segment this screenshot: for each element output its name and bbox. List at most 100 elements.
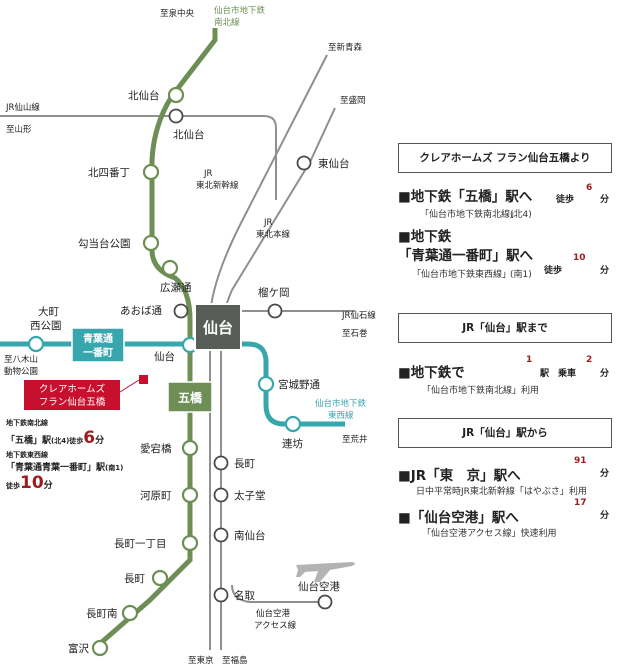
panel2-u2: 分 <box>600 369 610 379</box>
airplane-icon <box>296 562 355 582</box>
station-omachi[interactable] <box>27 335 45 353</box>
panel-to-sendai: JR「仙台」駅まで ■地下鉄で 1 駅 乗車 2 分 「仙台市地下鉄南北線」利用 <box>398 313 612 399</box>
station-tomizawa[interactable] <box>91 639 109 657</box>
panel1-r1-num: 6 <box>586 183 593 193</box>
line-tozai-1: 仙台市地下鉄 <box>315 398 367 409</box>
panel1-r2-num: 10 <box>573 253 586 263</box>
line-senseki: JR仙石線 <box>341 310 376 321</box>
station-aobadori[interactable] <box>173 303 189 319</box>
dir-arai: 至荒井 <box>342 434 368 445</box>
panel2-n1: 1 <box>526 355 533 365</box>
label-renbo: 連坊 <box>282 437 303 450</box>
label-sendai-airport: 仙台空港 <box>298 580 340 593</box>
panel1-r2-unit: 分 <box>600 266 610 276</box>
station-renbo[interactable] <box>284 415 302 433</box>
panel2-note: 「仙台市地下鉄南北線」利用 <box>422 386 540 396</box>
dir-yamagata: 至山形 <box>6 124 32 135</box>
panel3-r2-note: 「仙台空港アクセス線」快速利用 <box>422 529 557 539</box>
panel3-r2-main: ■「仙台空港」駅へ <box>398 510 519 526</box>
station-miyaginohara[interactable] <box>257 375 275 393</box>
left-info-line1: 地下鉄南北線 <box>6 419 48 427</box>
left-info-exit1: (北4) <box>51 437 70 445</box>
station-sendai-airport[interactable] <box>317 594 333 610</box>
station-natori[interactable] <box>213 587 229 603</box>
panel1-r2-walk: 徒歩 <box>544 266 563 276</box>
station-kitayonbancho[interactable] <box>142 163 160 181</box>
panel3-r1-note: 日中平常時JR東北新幹線「はやぶさ」利用 <box>416 487 587 497</box>
label-kitasendai: 北仙台 <box>128 89 160 102</box>
label-kitasendai-jr: 北仙台 <box>173 128 205 141</box>
aobadori-ichibancho-label-1: 青葉通 <box>83 332 113 345</box>
label-sendai-subway: 仙台 <box>154 350 175 363</box>
property-label-1: クレアホームズ <box>39 383 106 395</box>
panel1-r1-note: 「仙台市地下鉄南北線」 <box>420 210 520 220</box>
station-koutoudai[interactable] <box>142 234 160 252</box>
station-minamisendai[interactable] <box>213 527 229 543</box>
line-namboku-2: 南北線 <box>214 17 240 28</box>
label-aobadori: あおば通 <box>120 305 162 317</box>
sendai-hub-label: 仙台 <box>203 319 233 337</box>
line-shinkansen-1: JR <box>203 169 213 179</box>
station-hirosedori[interactable] <box>161 259 179 277</box>
property-label-2: フラン仙台五橋 <box>39 396 106 408</box>
dir-yagiyama-2: 動物公園 <box>4 366 38 377</box>
left-info-unit1: 分 <box>95 436 105 446</box>
label-nagamachi: 長町 <box>124 573 145 585</box>
label-atagobashi: 愛宕橋 <box>140 442 172 455</box>
line-honsen-2: 東北本線 <box>256 229 291 240</box>
label-omachi-2: 西公園 <box>30 320 62 332</box>
sendai-hub-box[interactable] <box>194 303 242 351</box>
station-nagamachi[interactable] <box>151 569 169 587</box>
line-tozai-2: 東西線 <box>328 410 354 421</box>
panel3-r2-unit: 分 <box>600 511 610 521</box>
panel2-main: ■地下鉄で <box>398 365 465 381</box>
aobadori-ichibancho-box[interactable] <box>71 327 125 363</box>
panel2-header: JR「仙台」駅まで <box>398 313 612 343</box>
station-nagamachi-jr[interactable] <box>213 455 229 471</box>
left-info-walk1: 徒歩 <box>69 437 84 445</box>
station-kawaramachi[interactable] <box>181 486 199 504</box>
station-atagobashi[interactable] <box>181 439 199 457</box>
panel-from-sendai: JR「仙台」駅から ■JR「東 京」駅へ 91 分 日中平常時JR東北新幹線「は… <box>398 418 612 539</box>
station-tsutsujigaoka[interactable] <box>267 303 283 319</box>
dir-ishinomaki: 至石巻 <box>342 328 368 339</box>
station-kitasendai[interactable] <box>167 86 185 104</box>
station-taishido[interactable] <box>213 487 229 503</box>
label-higashisendai: 東仙台 <box>318 157 350 170</box>
aobadori-ichibancho-label-2: 一番町 <box>83 346 113 359</box>
dir-shinaomori: 至新青森 <box>328 42 363 53</box>
panel2-ride: 乗車 <box>558 369 577 379</box>
station-nagamachi-minami[interactable] <box>121 604 139 622</box>
line-namboku-1: 仙台市地下鉄 <box>214 5 266 16</box>
line-airport-1: 仙台空港 <box>256 608 291 619</box>
panel1-r2-main2: 「青葉通一番町」駅へ <box>398 248 533 264</box>
left-info-station2: 「青葉通青葉一番町」駅 <box>6 463 106 473</box>
left-info-station1: 「五橋」駅 <box>6 436 52 446</box>
label-koutoudai: 勾当台公園 <box>78 237 131 250</box>
label-kitayonbancho: 北四番丁 <box>88 167 130 179</box>
station-higashisendai[interactable] <box>296 155 312 171</box>
panel1-r1-unit: 分 <box>600 195 610 205</box>
label-nagamachi-jr: 長町 <box>234 458 255 470</box>
panel3-header: JR「仙台」駅から <box>398 418 612 448</box>
property-label-box <box>24 380 120 410</box>
label-nagamachi-minami: 長町南 <box>86 607 118 620</box>
panel1-r2-note2: (南1) <box>510 270 532 280</box>
station-kitasendai-jr[interactable] <box>168 108 184 124</box>
panel3-r1-unit: 分 <box>600 469 610 479</box>
panel3-r1-main: ■JR「東 京」駅へ <box>398 468 521 484</box>
line-honsen-1: JR <box>263 218 273 228</box>
station-nagamachi-itchome[interactable] <box>181 534 199 552</box>
left-info-line3: 地下鉄東西線 <box>6 451 48 459</box>
label-kawaramachi: 河原町 <box>140 490 172 502</box>
left-info-unit2: 分 <box>43 481 53 491</box>
label-taishido: 太子堂 <box>234 489 266 502</box>
label-minamisendai: 南仙台 <box>234 529 266 542</box>
dir-tokyo: 至東京 <box>188 655 214 666</box>
label-hirosedori: 広瀬通 <box>160 281 192 294</box>
panel1-r1-note2: (北4) <box>510 210 532 220</box>
itsutsubashi-box[interactable] <box>167 381 213 413</box>
left-info: 地下鉄南北線 「五橋」駅(北4)徒歩6分 地下鉄東西線 「青葉通青葉一番町」駅(… <box>6 418 136 493</box>
panel1-r1-walk: 徒歩 <box>556 195 575 205</box>
property-leader <box>119 379 140 393</box>
